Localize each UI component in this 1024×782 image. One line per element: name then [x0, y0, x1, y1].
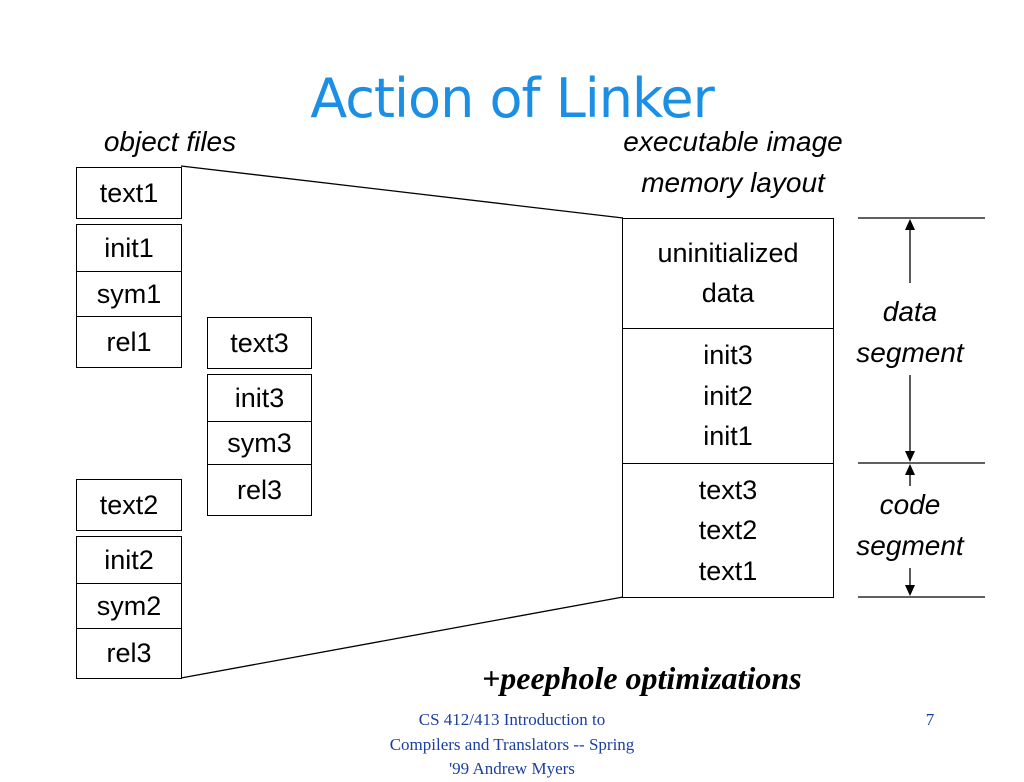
- code-segment-label: code segment: [830, 485, 990, 566]
- footer-line-2: Compilers and Translators -- Spring: [389, 734, 635, 754]
- object-file-1-text: text1: [76, 167, 182, 219]
- object-file-1-sym: sym1: [76, 271, 182, 317]
- caption-line-2: memory layout: [641, 166, 825, 198]
- data-segment-lower-arrow: [905, 375, 915, 462]
- code-segment-upper-arrow: [905, 464, 915, 486]
- code-segment-word-2: segment: [856, 529, 964, 561]
- peephole-note: +peephole optimizations: [482, 660, 802, 696]
- object-file-2-init: init2: [76, 536, 182, 584]
- slide-title: Action of Linker: [310, 67, 715, 130]
- init-entry: init1: [703, 421, 753, 452]
- memory-uninitialized-data: uninitialized data: [622, 218, 834, 329]
- bottom-projection-line: [180, 596, 624, 679]
- data-segment-word-1: data: [882, 296, 938, 327]
- data-segment-upper-arrow: [905, 219, 915, 283]
- page-number: 7: [925, 710, 935, 729]
- text-entry: text2: [698, 515, 758, 546]
- footer-line-3: '99 Andrew Myers: [449, 759, 575, 779]
- footer-line-1: CS 412/413 Introduction to: [418, 710, 606, 729]
- uninitialized-label: uninitialized: [657, 238, 799, 269]
- data-segment-label: data segment: [830, 292, 990, 373]
- object-file-3-rel: rel3: [207, 464, 312, 516]
- caption-line-1: executable image: [623, 126, 843, 157]
- object-file-2-rel: rel3: [76, 628, 182, 679]
- object-file-1-init: init1: [76, 224, 182, 272]
- text-entry: text3: [698, 474, 758, 505]
- top-projection-line: [180, 165, 624, 219]
- object-file-3-sym: sym3: [207, 421, 312, 465]
- uninitialized-data-label: data: [701, 277, 755, 308]
- object-file-3-init: init3: [207, 374, 312, 422]
- data-segment-word-2: segment: [856, 336, 964, 368]
- text-entry: text1: [698, 555, 758, 586]
- code-segment-lower-arrow: [905, 568, 915, 596]
- object-file-3-text: text3: [207, 317, 312, 369]
- code-segment-word-1: code: [879, 489, 941, 520]
- footer-course: CS 412/413 Introduction to Compilers and…: [352, 708, 672, 782]
- init-entry: init2: [703, 380, 753, 411]
- executable-image-caption: executable image memory layout: [578, 122, 888, 203]
- memory-code: text3 text2 text1: [622, 463, 834, 598]
- object-files-caption: object files: [103, 126, 237, 157]
- object-file-1-rel: rel1: [76, 316, 182, 368]
- object-file-2-sym: sym2: [76, 583, 182, 629]
- init-entry: init3: [703, 340, 753, 371]
- object-file-2-text: text2: [76, 479, 182, 531]
- memory-initialized-data: init3 init2 init1: [622, 328, 834, 464]
